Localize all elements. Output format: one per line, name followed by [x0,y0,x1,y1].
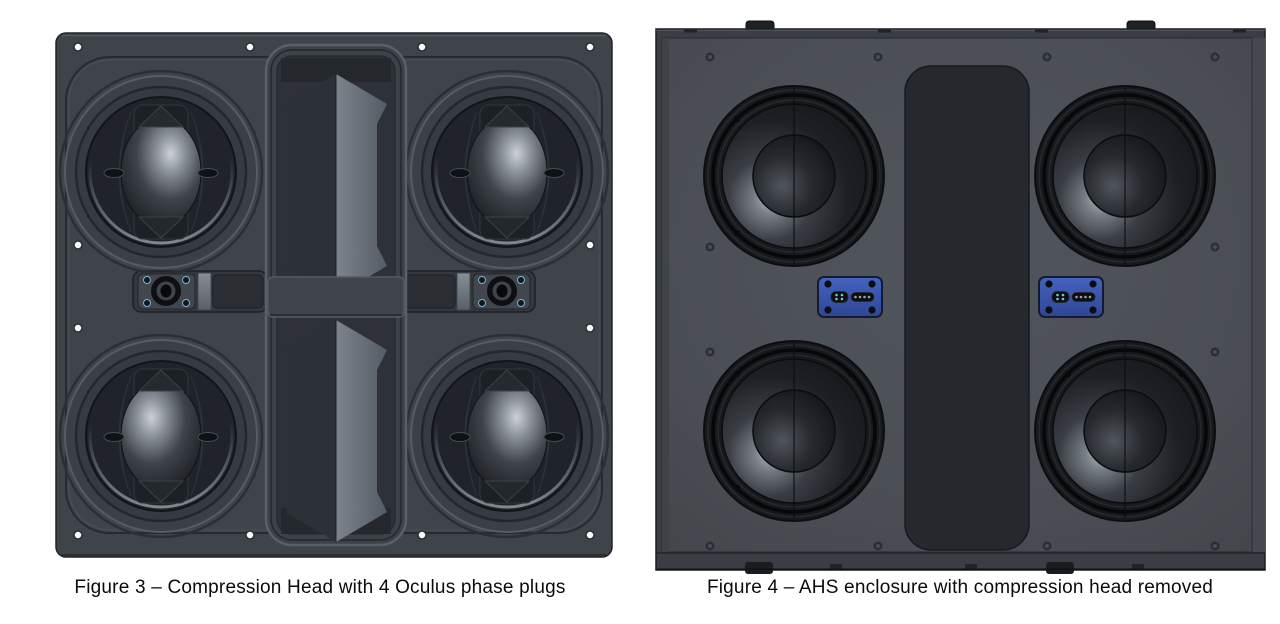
compression-driver-bottom-right [404,333,610,539]
woofer-bottom-left [702,339,886,523]
woofer-top-right [1033,84,1217,268]
throat-port-right [400,270,536,313]
center-channel [264,43,408,547]
compression-driver-top-right [404,69,610,275]
woofer-top-left [702,84,886,268]
upper-horn-prism [285,74,387,296]
connector-plate-left [817,276,883,318]
enclosure-bottom [656,552,1265,574]
connector-plate-right [1038,276,1104,318]
figure-4: Figure 4 – AHS enclosure with compressio… [640,0,1280,624]
compression-driver-top-left [58,69,264,275]
figure-4-render [655,20,1266,574]
compression-driver-bottom-left [58,333,264,539]
woofer-bottom-right [1033,339,1217,523]
figure-3-render [55,32,613,558]
figure-3-caption: Figure 3 – Compression Head with 4 Oculu… [74,577,566,598]
lower-horn-prism [285,320,387,542]
throat-port-left [132,270,268,313]
figure-3: Figure 3 – Compression Head with 4 Oculu… [55,32,613,598]
figure-4-caption: Figure 4 – AHS enclosure with compressio… [706,577,1214,598]
channel-cross-bar [267,276,405,318]
center-mounting-slot [904,65,1030,551]
